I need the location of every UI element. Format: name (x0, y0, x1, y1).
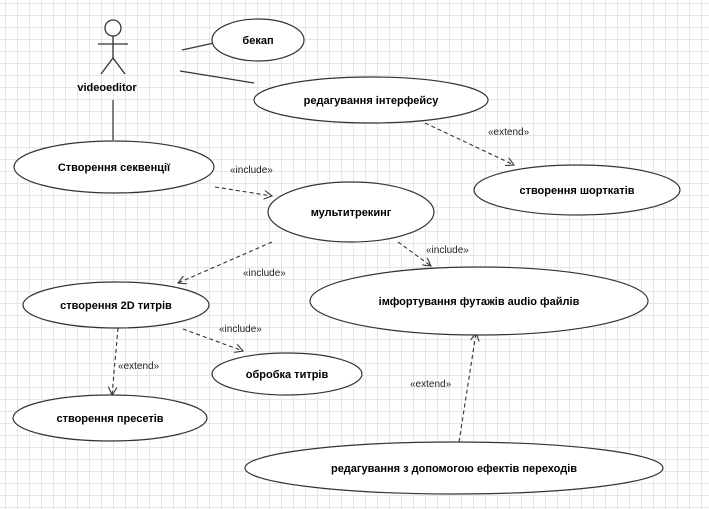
use-case-sequence-label: Створення секвенції (58, 162, 171, 174)
use-case-import-label: імфортування футажів audio файлів (379, 296, 580, 308)
label-extend-titles-presets: «extend» (118, 361, 160, 372)
use-case-import[interactable]: імфортування футажів audio файлів (309, 266, 649, 336)
use-case-presets-label: створення пресетів (56, 413, 163, 425)
use-case-ui-edit[interactable]: редагування інтерфейсу (253, 76, 489, 124)
label-include-sequence-multitrack: «include» (230, 165, 273, 176)
include-multitrack-titles (178, 241, 273, 283)
use-case-transitions[interactable]: редагування з допомогою ефектів переході… (244, 441, 664, 495)
use-case-title-processing-label: обробка титрів (246, 369, 329, 381)
use-case-shortcuts[interactable]: створення шорткатів (473, 164, 681, 216)
actor-label: videoeditor (77, 82, 137, 94)
use-case-ui-edit-label: редагування інтерфейсу (304, 95, 440, 107)
actor-leg-left (100, 57, 114, 75)
extend-transitions-import (458, 333, 476, 443)
extend-ui-shortcuts (424, 122, 514, 165)
label-include-multitrack-import: «include» (426, 245, 469, 256)
actor-leg-right (112, 57, 126, 75)
use-case-multitrack[interactable]: мультитрекинг (267, 181, 435, 243)
use-case-shortcuts-label: створення шорткатів (519, 185, 634, 197)
label-include-multitrack-titles: «include» (243, 268, 286, 279)
use-case-backup-label: бекап (242, 35, 273, 47)
extend-titles-presets (112, 327, 119, 395)
label-extend-ui-shortcuts: «extend» (488, 127, 530, 138)
use-case-title-processing[interactable]: обробка титрів (211, 352, 363, 396)
use-case-titles2d[interactable]: створення 2D титрів (22, 281, 210, 329)
use-case-transitions-label: редагування з допомогою ефектів переході… (331, 463, 577, 475)
use-case-titles2d-label: створення 2D титрів (60, 300, 172, 312)
use-case-backup[interactable]: бекап (211, 18, 305, 62)
label-include-titles-processing: «include» (219, 324, 262, 335)
association-ui-edit (179, 70, 255, 84)
use-case-presets[interactable]: створення пресетів (12, 394, 208, 442)
label-extend-transitions-import: «extend» (410, 379, 452, 390)
include-sequence-multitrack (214, 186, 272, 196)
include-titles-processing (182, 328, 243, 351)
actor-videoeditor[interactable]: videoeditor (77, 19, 137, 94)
actor-head (104, 19, 122, 37)
association-backup (181, 42, 215, 51)
use-case-multitrack-label: мультитрекинг (311, 207, 392, 219)
use-case-sequence[interactable]: Створення секвенції (13, 140, 215, 194)
